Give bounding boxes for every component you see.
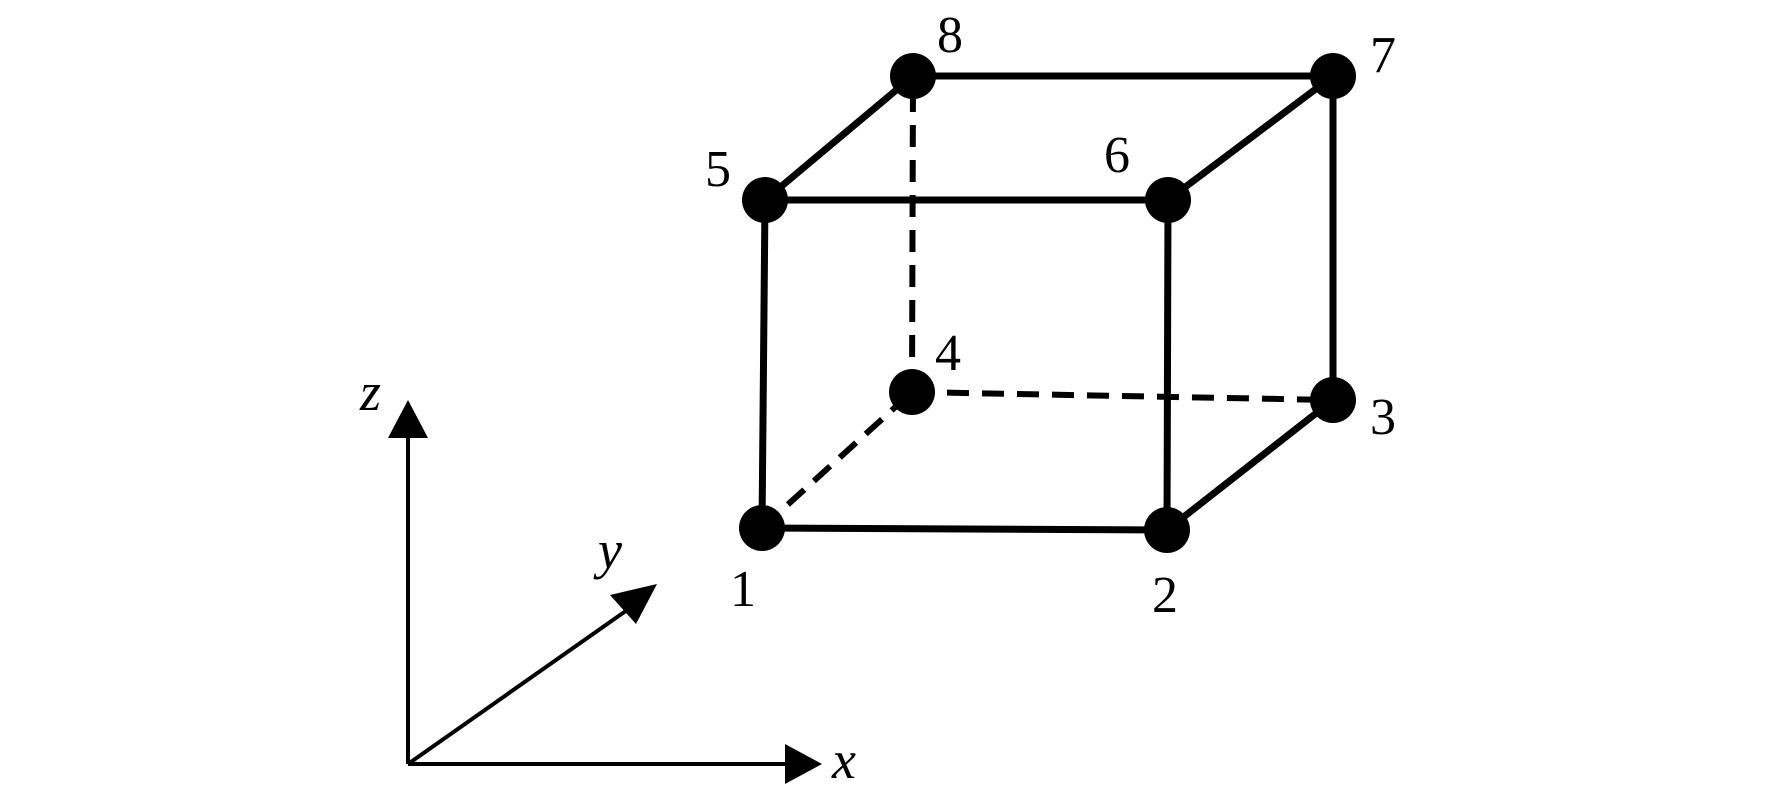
node-label-5: 5	[705, 141, 731, 198]
node-8	[890, 53, 936, 99]
node-label-3: 3	[1370, 389, 1396, 446]
edge-5-1	[758, 196, 769, 532]
y-axis-arrowhead	[610, 584, 657, 624]
z-axis-arrowhead	[388, 400, 428, 438]
edge-1-4	[759, 389, 915, 531]
node-label-6: 6	[1104, 127, 1130, 184]
edge-1-2	[758, 524, 1171, 534]
y-axis-line	[406, 606, 632, 766]
x-axis-label: x	[831, 730, 856, 790]
edge-4-8	[909, 75, 916, 393]
edge-6-7	[1164, 72, 1337, 204]
node-5	[742, 177, 788, 223]
edge-6-2	[1163, 196, 1172, 534]
node-label-1: 1	[730, 561, 756, 618]
y-axis-label: y	[593, 520, 622, 580]
node-label-7: 7	[1370, 27, 1396, 84]
cube-edges	[758, 72, 1337, 534]
node-label-8: 8	[937, 7, 963, 64]
coordinate-axes: x y z	[359, 362, 856, 790]
node-3	[1310, 377, 1356, 423]
node-6	[1145, 177, 1191, 223]
cube-nodes	[739, 53, 1356, 553]
node-label-4: 4	[935, 325, 961, 382]
node-labels: 1 2 3 4 5 6 7 8	[705, 7, 1396, 624]
node-4	[889, 369, 935, 415]
edge-8-5	[761, 72, 917, 204]
node-label-2: 2	[1152, 567, 1178, 624]
edge-4-3	[911, 389, 1334, 403]
node-2	[1144, 507, 1190, 553]
edge-2-3	[1163, 396, 1337, 534]
node-7	[1310, 53, 1356, 99]
node-1	[739, 505, 785, 551]
z-axis-label: z	[359, 362, 381, 422]
x-axis-arrowhead	[785, 744, 822, 784]
